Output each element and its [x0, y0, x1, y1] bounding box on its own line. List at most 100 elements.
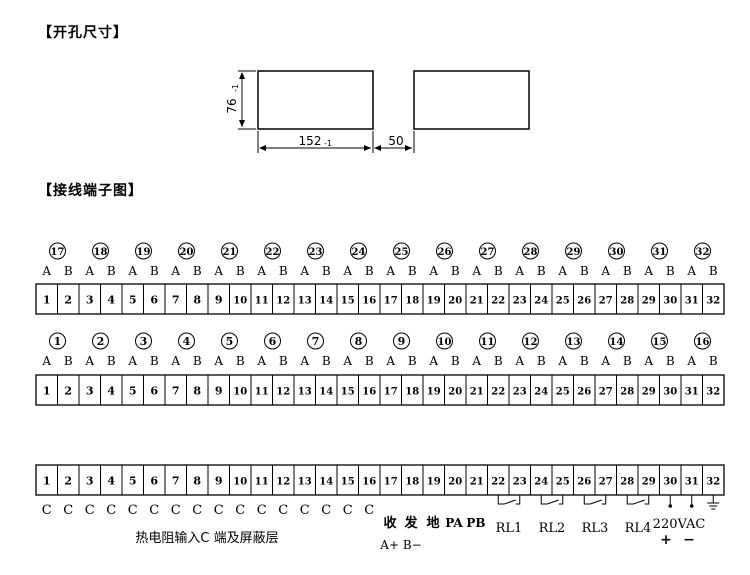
- power-label: 220VAC: [653, 517, 706, 532]
- channel-a-label: A: [299, 264, 309, 278]
- ground-icon: [707, 495, 720, 510]
- rtd-c-label: C: [343, 503, 353, 518]
- channel-circle: [92, 332, 109, 350]
- terminal-number: 22: [491, 477, 505, 488]
- channel-number: 2: [97, 335, 105, 348]
- comm-tx-label: 发: [403, 515, 418, 531]
- channel-circle: [307, 332, 324, 350]
- terminal-number: 27: [599, 387, 613, 398]
- channel-a-label: A: [256, 354, 266, 368]
- terminal-number: 12: [276, 296, 290, 307]
- channel-a-label: A: [514, 264, 524, 278]
- channel-b-label: B: [709, 264, 718, 278]
- terminal-number: 21: [470, 387, 484, 398]
- terminal-number: 18: [405, 477, 419, 488]
- terminal-number: 11: [255, 477, 269, 488]
- terminal-number: 4: [107, 294, 115, 307]
- channel-b-label: B: [64, 354, 73, 368]
- rtd-caption: 热电阻输入C 端及屏蔽层: [135, 530, 278, 546]
- channel-number: 12: [524, 337, 538, 348]
- channel-a-label: A: [428, 354, 438, 368]
- channel-b-label: B: [580, 264, 589, 278]
- terminal-number: 15: [341, 477, 355, 488]
- terminal-number: 16: [362, 477, 376, 488]
- channel-a-label: A: [299, 354, 309, 368]
- terminal-number: 21: [470, 296, 484, 307]
- rtd-c-label: C: [364, 503, 374, 518]
- terminal-number: 29: [642, 477, 656, 488]
- channel-number: 30: [610, 247, 624, 258]
- terminal-number: 30: [663, 387, 677, 398]
- terminal-number: 26: [577, 296, 591, 307]
- channel-b-label: B: [666, 354, 675, 368]
- width-label: 152: [299, 134, 322, 148]
- channel-number: 19: [137, 247, 151, 258]
- channel-circle: [694, 242, 711, 260]
- terminal-number: 10: [233, 296, 247, 307]
- channel-b-label: B: [193, 264, 202, 278]
- channel-b-label: B: [150, 354, 159, 368]
- terminal-number: 11: [255, 387, 269, 398]
- relay-contact-symbol: [626, 495, 650, 505]
- terminal-number: 18: [405, 296, 419, 307]
- rtd-c-label: C: [278, 503, 288, 518]
- rtd-c-label: C: [63, 503, 73, 518]
- comm-rx-label: 收: [383, 515, 397, 531]
- channel-circle: [479, 242, 496, 260]
- channel-a-label: A: [428, 264, 438, 278]
- terminal-number: 22: [491, 296, 505, 307]
- channel-number: 11: [481, 337, 495, 348]
- channel-circle: [436, 242, 453, 260]
- channel-a-label: A: [127, 264, 137, 278]
- comm-gnd-label: 地: [426, 515, 439, 531]
- cutout-rect-right: [413, 70, 530, 130]
- channel-a-label: A: [127, 354, 137, 368]
- channel-number: 25: [395, 247, 409, 258]
- terminal-number: 15: [341, 296, 355, 307]
- channel-a-label: A: [84, 354, 94, 368]
- terminal-number: 4: [107, 385, 115, 398]
- terminal-number: 16: [362, 387, 376, 398]
- channel-b-label: B: [537, 264, 546, 278]
- terminal-number: 5: [129, 385, 137, 398]
- channel-circle: [436, 332, 453, 350]
- power-minus-label: −: [683, 532, 695, 548]
- power-lead-dot: [668, 504, 673, 508]
- channel-circle: [651, 332, 668, 350]
- terminal-number: 13: [298, 296, 312, 307]
- channel-circle: [92, 242, 109, 260]
- channel-number: 15: [653, 337, 667, 348]
- channel-number: 10: [438, 337, 452, 348]
- channel-circle: [393, 332, 410, 350]
- terminal-number: 23: [513, 387, 527, 398]
- terminal-number: 6: [150, 294, 158, 307]
- terminal-number: 2: [64, 475, 72, 488]
- terminal-number: 10: [233, 477, 247, 488]
- rtd-c-label: C: [321, 503, 331, 518]
- channel-circle: [393, 242, 410, 260]
- terminal-number: 6: [150, 385, 158, 398]
- wiring-heading: 【接线端子图】: [38, 183, 143, 199]
- channel-circle: [307, 242, 324, 260]
- channel-circle: [651, 242, 668, 260]
- channel-b-label: B: [494, 354, 503, 368]
- terminal-number: 3: [86, 475, 94, 488]
- rtd-c-label: C: [300, 503, 310, 518]
- terminal-number: 9: [215, 294, 223, 307]
- channel-b-label: B: [107, 264, 116, 278]
- terminal-number: 20: [448, 387, 462, 398]
- channel-number: 3: [140, 335, 148, 348]
- terminal-number: 31: [685, 477, 699, 488]
- channel-number: 20: [180, 247, 194, 258]
- terminal-number: 26: [577, 387, 591, 398]
- channel-a-label: A: [600, 354, 610, 368]
- power-lead-dot: [689, 504, 694, 508]
- channel-circle: [608, 242, 625, 260]
- channel-circle: [221, 242, 238, 260]
- channel-circle: [522, 332, 539, 350]
- height-tolerance: -1: [231, 84, 240, 92]
- channel-a-label: A: [84, 264, 94, 278]
- terminal-number: 22: [491, 387, 505, 398]
- channel-number: 14: [610, 337, 624, 348]
